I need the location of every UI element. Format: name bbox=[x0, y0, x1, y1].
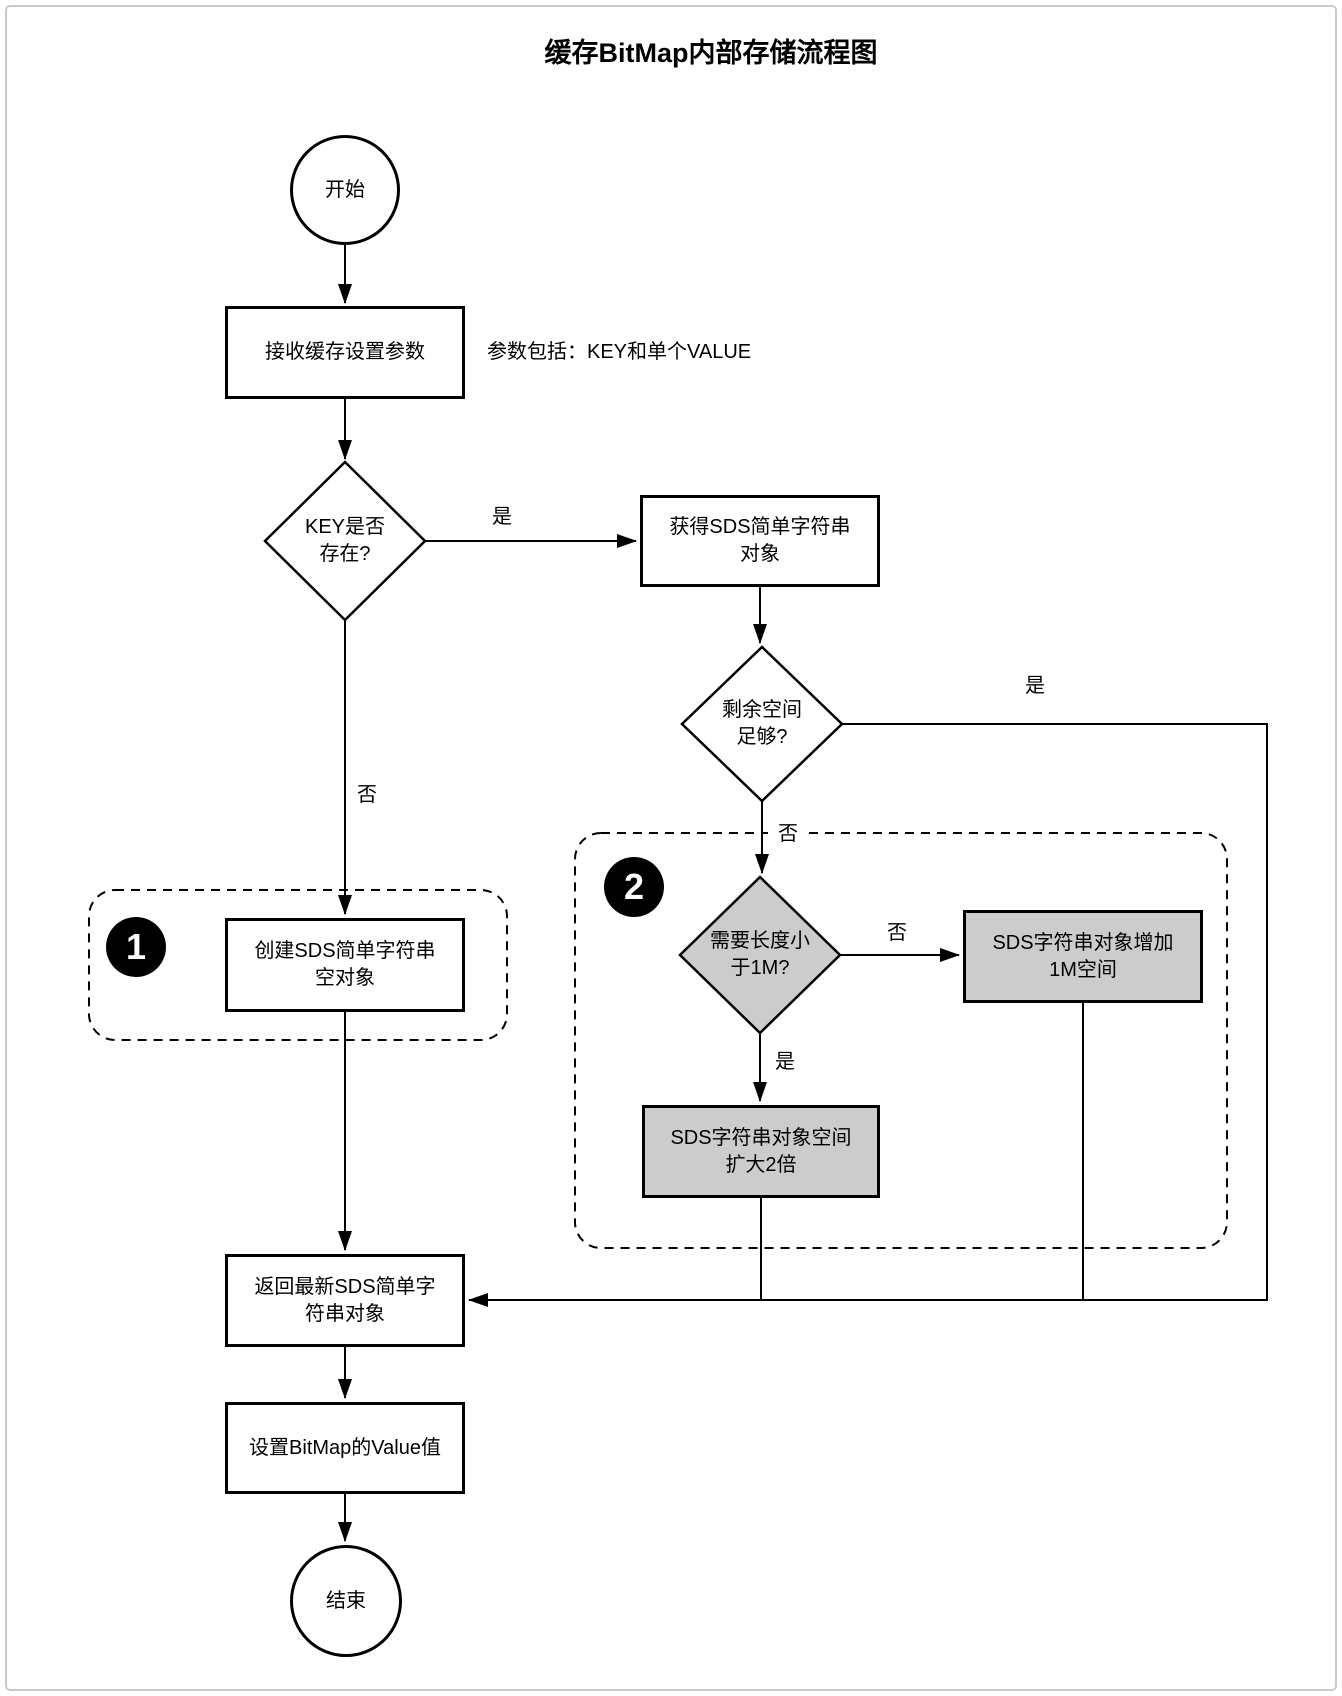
process-set-bitmap-value: 设置BitMap的Value值 bbox=[225, 1402, 465, 1494]
process-add-1m: SDS字符串对象增加 1M空间 bbox=[963, 910, 1203, 1003]
page-title: 缓存BitMap内部存储流程图 bbox=[544, 38, 878, 68]
edge-spacecheck-yes-to-return bbox=[468, 723, 1268, 1307]
edge-label-no-spacecheck: 否 bbox=[768, 816, 808, 846]
group-2-container bbox=[574, 832, 1228, 1249]
end-terminal: 结束 bbox=[290, 1545, 402, 1657]
edge-label-yes-spacecheck: 是 bbox=[1014, 668, 1056, 698]
start-terminal: 开始 bbox=[290, 135, 400, 245]
edge-label-yes-lengthcheck: 是 bbox=[765, 1044, 805, 1074]
badge-step-2: 2 bbox=[604, 857, 664, 917]
diamond-need-lt-1m-label: 需要长度小 于1M? bbox=[710, 930, 810, 979]
process-create-sds: 创建SDS简单字符串 空对象 bbox=[225, 918, 465, 1012]
process-return-sds: 返回最新SDS简单字 符串对象 bbox=[225, 1254, 465, 1347]
diamond-space-enough-label: 剩余空间 足够? bbox=[722, 699, 802, 748]
process-get-sds: 获得SDS简单字符串 对象 bbox=[640, 495, 880, 587]
note-params-include: 参数包括：KEY和单个VALUE bbox=[487, 341, 752, 363]
process-expand-2x: SDS字符串对象空间 扩大2倍 bbox=[642, 1105, 880, 1198]
diamond-space-enough bbox=[680, 645, 844, 803]
group-1-container bbox=[88, 889, 508, 1041]
process-receive-params: 接收缓存设置参数 bbox=[225, 306, 465, 399]
edge-label-no-keycheck: 否 bbox=[347, 777, 387, 807]
badge-step-1: 1 bbox=[106, 917, 166, 977]
diamond-key-exists-label: KEY是否 存在? bbox=[304, 516, 386, 565]
edge-label-yes-keycheck: 是 bbox=[481, 499, 523, 529]
edge-label-no-lengthcheck: 否 bbox=[877, 915, 917, 945]
diamond-need-lt-1m bbox=[678, 875, 842, 1035]
diamond-key-exists bbox=[263, 460, 427, 622]
